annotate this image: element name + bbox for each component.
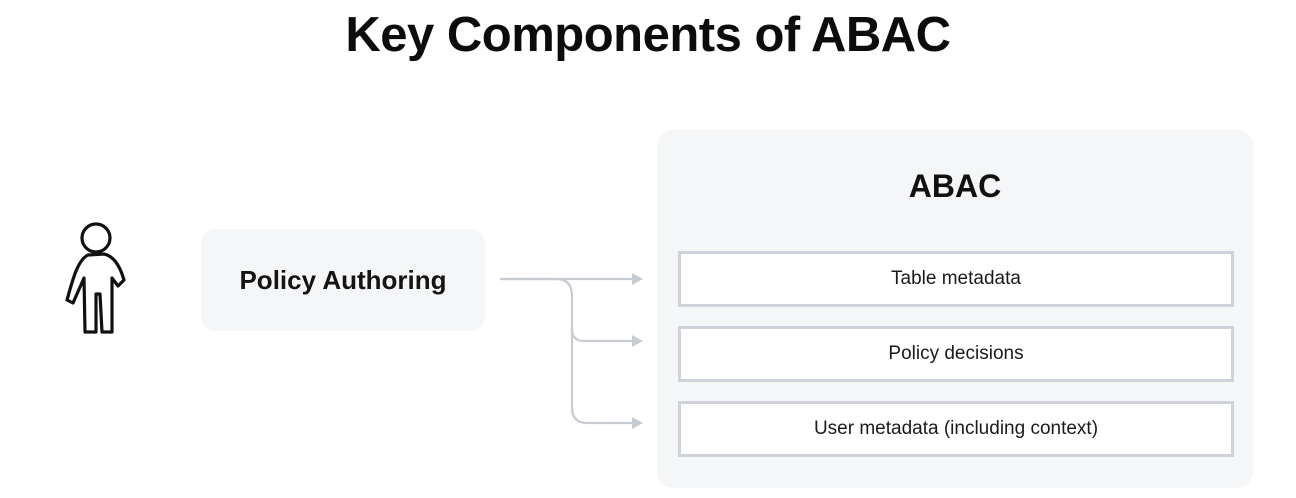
arrowhead-user-metadata [632, 417, 643, 429]
arrow-to-user-metadata [570, 327, 636, 425]
component-user-metadata: User metadata (including context) [678, 401, 1234, 457]
arrowhead-table-metadata [632, 273, 643, 285]
abac-panel: ABAC Table metadata Policy decisions Use… [657, 130, 1253, 488]
policy-authoring-box: Policy Authoring [201, 229, 485, 331]
diagram-title: Key Components of ABAC [345, 8, 951, 62]
abac-title: ABAC [908, 168, 1002, 204]
arrowhead-policy-decisions [632, 335, 643, 347]
arrow-to-policy-decisions [499, 277, 636, 343]
component-table-metadata: Table metadata [678, 251, 1234, 307]
component-policy-decisions: Policy decisions [678, 326, 1234, 382]
person-icon [65, 222, 126, 334]
policy-authoring-label: Policy Authoring [239, 264, 447, 295]
